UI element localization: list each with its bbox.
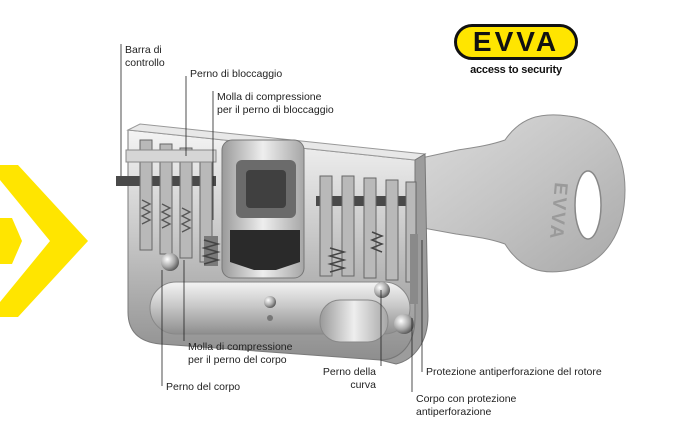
rotor-plug: [319, 299, 389, 343]
label-molla-perno-bloccaggio: Molla di compressione per il perno di bl…: [217, 91, 334, 116]
label-barra-di-controllo: Barra di controllo: [125, 44, 165, 69]
key-text: EVVA: [545, 182, 571, 242]
body-pin-ball: [264, 296, 276, 308]
label-line: curva: [350, 378, 376, 391]
logo-tagline: access to security: [470, 64, 562, 76]
label-line: Perno di bloccaggio: [190, 68, 283, 80]
key-hole: [574, 170, 602, 240]
label-molla-perno-corpo: Molla di compressione per il perno del c…: [188, 341, 292, 366]
body-pin-ball: [267, 315, 273, 321]
label-line: Corpo con protezione: [416, 393, 517, 405]
label-line: Protezione antiperforazione del rotore: [426, 366, 602, 378]
cam: [221, 139, 305, 279]
evva-logo: EVVA access to security: [454, 24, 578, 80]
label-line: Barra di: [125, 44, 162, 56]
label-perno-di-bloccaggio: Perno di bloccaggio: [190, 68, 282, 81]
label-line: per il perno di bloccaggio: [217, 103, 334, 116]
label-line: Molla di compressione: [188, 341, 293, 353]
label-line: Molla di compressione: [217, 91, 322, 103]
label-line: per il perno del corpo: [188, 353, 287, 366]
label-line: controllo: [125, 56, 165, 69]
label-perno-del-corpo: Perno del corpo: [166, 381, 240, 394]
label-line: Perno della: [322, 366, 376, 378]
label-line: antiperforazione: [416, 405, 492, 418]
chevron-shape: [0, 165, 88, 317]
label-corpo-protezione: Corpo con protezione antiperforazione: [416, 393, 516, 418]
logo-wordmark: EVVA: [472, 26, 560, 57]
label-perno-della-curva: Perno della curva: [318, 366, 376, 391]
right-pin-stacks: [316, 175, 418, 334]
key-head: [411, 114, 626, 273]
left-pin-stacks: [116, 139, 221, 271]
label-protezione-rotore: Protezione antiperforazione del rotore: [426, 366, 602, 379]
chevron-shape: [0, 218, 22, 264]
label-line: Perno del corpo: [166, 381, 241, 393]
logo-badge: EVVA: [454, 24, 578, 60]
